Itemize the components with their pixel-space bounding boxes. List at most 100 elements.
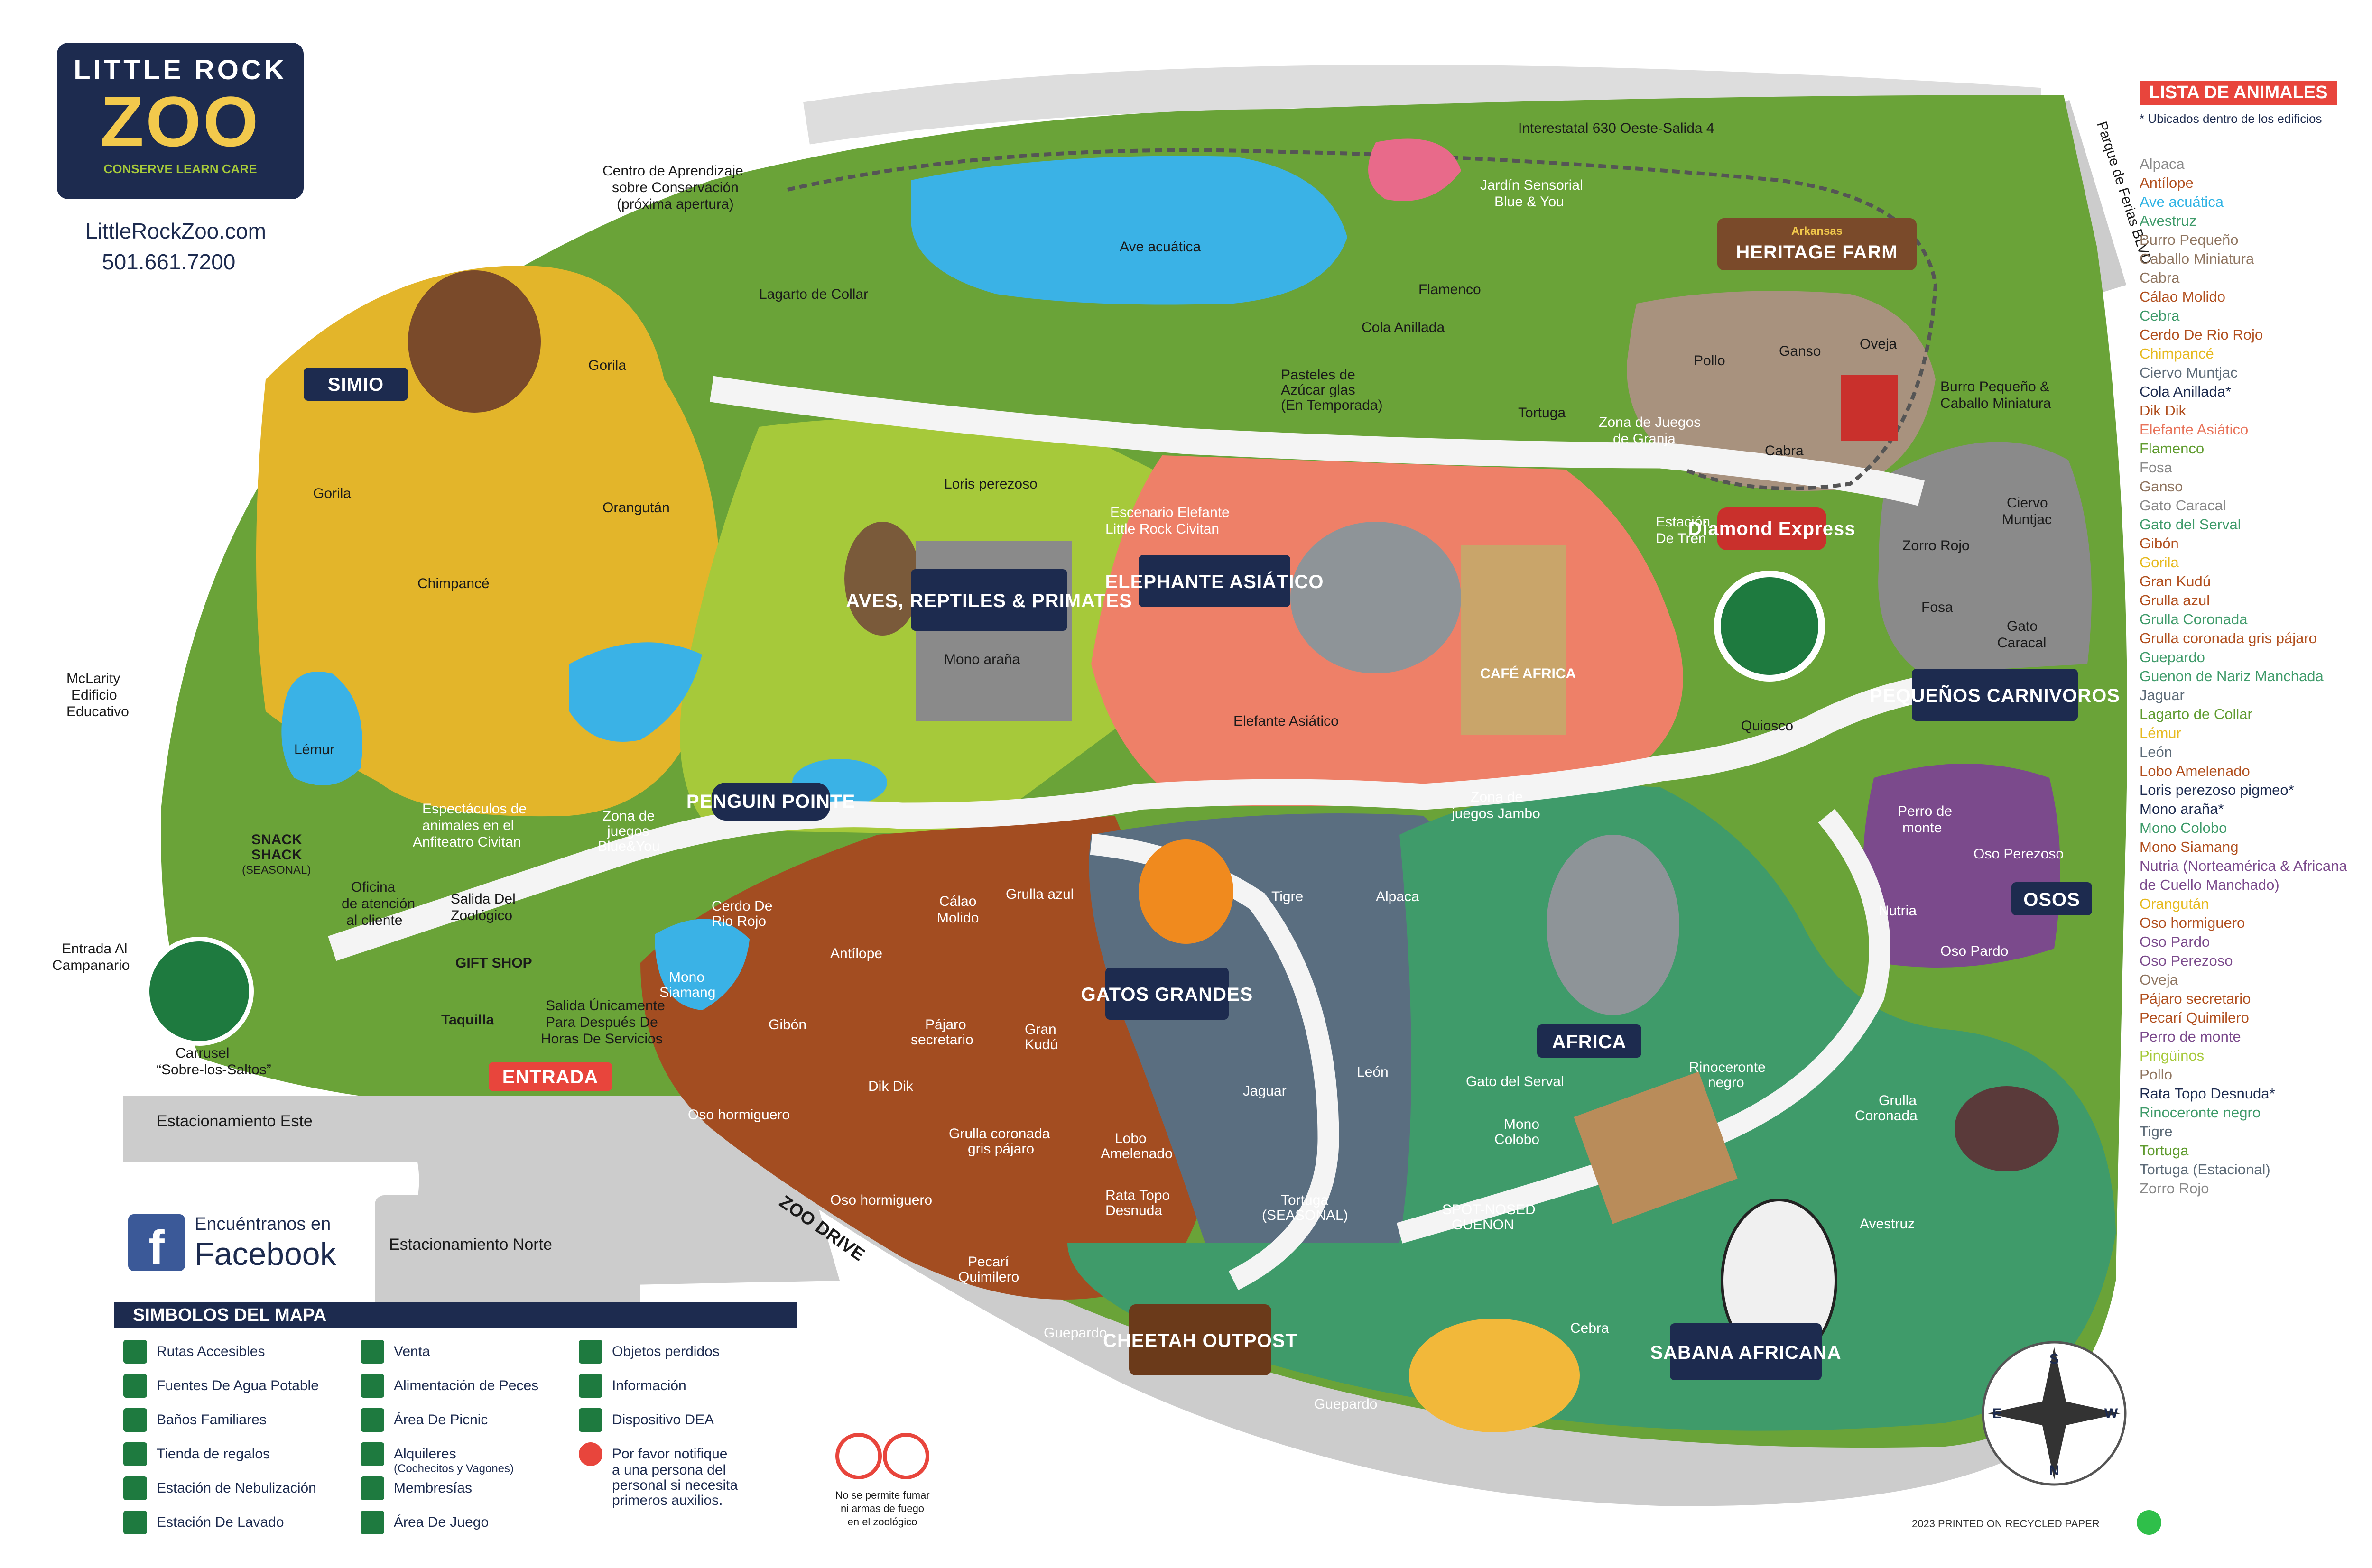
animal-list-item: Caballo Miniatura	[2140, 250, 2254, 267]
compass-s: S	[2049, 1351, 2059, 1367]
badge-penguin-label: PENGUIN POINTE	[686, 791, 855, 812]
label-burro-2: Caballo Miniatura	[1940, 396, 2051, 411]
animal-list-item: Fosa	[2140, 459, 2172, 476]
zoo-logo[interactable]: LITTLE ROCK ZOO CONSERVE LEARN CARE	[57, 43, 304, 199]
label-oso-horm-1: Oso hormiguero	[688, 1107, 790, 1123]
label-entrada-camp-2: Campanario	[52, 958, 130, 973]
label-cafe: CAFÉ AFRICA	[1480, 665, 1576, 682]
badge-heritage-top: Arkansas	[1791, 225, 1843, 238]
no-smoking-icon	[835, 1433, 882, 1479]
label-escenario-2: Little Rock Civitan	[1105, 521, 1219, 537]
animal-list-item: Gato del Serval	[2140, 516, 2241, 533]
label-pecari-1: Pecarí	[968, 1254, 1009, 1270]
recycle-icon	[2137, 1510, 2161, 1535]
badge-gatos[interactable]: GATOS GRANDES	[1081, 968, 1253, 1020]
fish-feeding-icon	[361, 1374, 384, 1398]
label-estacion-2: De Tren	[1656, 531, 1706, 546]
map-labels: Gorila Gorila Orangután Chimpancé Lémur …	[52, 120, 2155, 1412]
badge-osos[interactable]: OSOS	[2011, 882, 2092, 915]
animal-list-item: Orangután	[2140, 895, 2209, 912]
zone-africa	[1067, 786, 2116, 1431]
label-entrada-camp-1: Entrada Al	[62, 941, 127, 957]
label-rata-2: Desnuda	[1105, 1203, 1162, 1218]
badge-heritage[interactable]: Arkansas HERITAGE FARM	[1717, 218, 1917, 270]
label-tigre: Tigre	[1271, 889, 1303, 904]
label-avestruz: Avestruz	[1860, 1216, 1915, 1232]
label-calao-1: Cálao	[939, 894, 976, 909]
label-carrusel-2: “Sobre-los-Saltos”	[157, 1062, 271, 1078]
flamingo-illustration	[1368, 138, 1461, 201]
animal-list-item: Burro Pequeño	[2140, 231, 2239, 248]
label-escenario-1: Escenario Elefante	[1110, 505, 1230, 520]
label-antilope: Antílope	[830, 946, 882, 961]
lion-illustration	[1139, 839, 1233, 944]
animal-list-item: Antílope	[2140, 175, 2194, 191]
animal-list-item: Tortuga (Estacional)	[2140, 1161, 2270, 1178]
africa-path	[1396, 809, 1890, 1244]
label-snack-3: (SEASONAL)	[242, 864, 311, 876]
label-rino-1: Rinoceronte	[1689, 1060, 1766, 1075]
symbol-label: Estación De Lavado	[157, 1514, 284, 1530]
badge-africa-label: AFRICA	[1552, 1032, 1626, 1052]
badge-penguin[interactable]: PENGUIN POINTE	[686, 783, 855, 821]
badge-aves[interactable]: AVES, REPTILES & PRIMATES	[846, 569, 1132, 631]
animal-list-item: Guenon de Nariz Manchada	[2140, 668, 2324, 684]
animal-list-item: Pecarí Quimilero	[2140, 1009, 2249, 1026]
badge-sabana[interactable]: SABANA AFRICANA	[1650, 1323, 1841, 1380]
lost-found-icon	[579, 1340, 602, 1364]
logo-name-top: LITTLE ROCK	[74, 55, 287, 85]
label-cerdo-2: Rio Rojo	[712, 913, 766, 929]
label-salida-1: Salida Del	[451, 891, 516, 907]
play-area-icon	[361, 1511, 384, 1534]
label-snack-2: SHACK	[251, 847, 302, 863]
animal-list-item: Cola Anillada*	[2140, 383, 2232, 400]
badge-cheetah[interactable]: CHEETAH OUTPOST	[1103, 1304, 1297, 1375]
no-weapons-icon	[883, 1433, 929, 1479]
label-salida-u-3: Horas De Servicios	[541, 1031, 663, 1047]
animal-list-item: Alpaca	[2140, 156, 2185, 172]
facebook-line1: Encuéntranos en	[195, 1214, 331, 1234]
label-grulla-cor-1: Grulla coronada	[949, 1126, 1050, 1142]
badge-simio[interactable]: SIMIO	[304, 368, 408, 401]
badge-africa[interactable]: AFRICA	[1537, 1024, 1641, 1058]
website-link[interactable]: LittleRockZoo.com	[85, 219, 266, 243]
no-smoking-notice: No se permite fumar ni armas de fuego en…	[835, 1433, 930, 1528]
badge-elephante[interactable]: ELEPHANTE ASIÁTICO	[1105, 555, 1324, 607]
animal-list-item: Gibón	[2140, 535, 2179, 552]
animal-list-item: Chimpancé	[2140, 345, 2214, 362]
badge-entrada[interactable]: ENTRADA	[489, 1062, 612, 1091]
label-grulla-cor-af-2: Coronada	[1855, 1108, 1918, 1124]
animal-list-item: Gran Kudú	[2140, 573, 2211, 590]
animal-list-item: Ave acuática	[2140, 194, 2224, 210]
logo-tagline: CONSERVE LEARN CARE	[103, 162, 257, 176]
animal-list-item: Grulla coronada gris pájaro	[2140, 630, 2317, 646]
label-mono-siamang-1: Mono	[669, 969, 704, 985]
label-spot-2: GUENON	[1452, 1217, 1514, 1233]
animal-list-item: Rata Topo Desnuda*	[2140, 1085, 2275, 1102]
label-mono-colobo-1: Mono	[1504, 1116, 1539, 1132]
animal-list-item: Tigre	[2140, 1123, 2173, 1140]
label-gato-caracal-2: Caracal	[1997, 635, 2046, 651]
facebook-link[interactable]: f Encuéntranos en Facebook	[128, 1214, 356, 1276]
animal-list-item: Nutria (Norteamérica & Africana	[2140, 858, 2347, 874]
label-pollo: Pollo	[1694, 353, 1725, 369]
compass-w: W	[2104, 1406, 2118, 1421]
label-pasteles-2: Azúcar glas	[1281, 382, 1355, 398]
cheetah-illustration	[1409, 1319, 1580, 1432]
label-gorila-2: Gorila	[313, 486, 351, 501]
badge-gatos-label: GATOS GRANDES	[1081, 984, 1253, 1005]
phone-number[interactable]: 501.661.7200	[102, 249, 236, 274]
symbol-label: Área De Juego	[394, 1514, 489, 1530]
symbol-label: Rutas Accesibles	[157, 1344, 265, 1359]
badge-diamond[interactable]: Diamond Express	[1688, 507, 1856, 550]
animal-list-item: Oso Pardo	[2140, 933, 2210, 950]
animal-list-item: Zorro Rojo	[2140, 1180, 2209, 1197]
label-alpaca: Alpaca	[1376, 889, 1419, 904]
badge-pequenos[interactable]: PEQUEÑOS CARNIVOROS	[1870, 669, 2120, 721]
label-gato-serval: Gato del Serval	[1466, 1074, 1564, 1089]
symbol-extra-line: personal si necesita	[612, 1477, 738, 1493]
animal-list-item: Cerdo De Rio Rojo	[2140, 326, 2263, 343]
road-interestatal	[803, 65, 2041, 145]
carrusel-roof	[145, 937, 254, 1046]
